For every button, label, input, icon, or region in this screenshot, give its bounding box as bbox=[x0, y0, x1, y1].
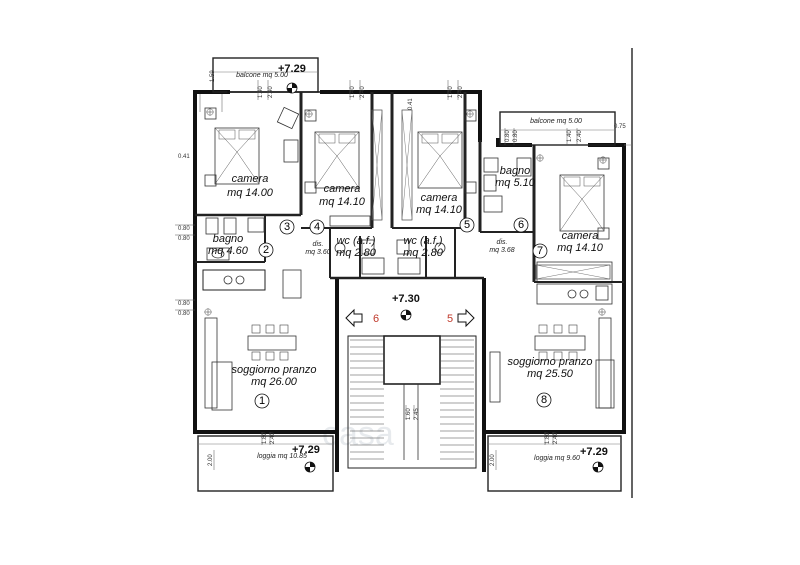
label-soggiorno-2-name: soggiorno pranzo bbox=[507, 356, 592, 368]
dining-table-left bbox=[247, 324, 297, 361]
label-loggia-right: loggia mq 9.60 bbox=[534, 455, 580, 462]
number-2: 2 bbox=[263, 244, 269, 256]
dim-2-40-a: 2.40 bbox=[268, 86, 274, 98]
dim-1-80-b: 1.80 bbox=[545, 432, 551, 444]
dim-0-41-a: 0.41 bbox=[178, 154, 190, 160]
desk-chair bbox=[276, 106, 300, 163]
number-6: 6 bbox=[518, 219, 524, 231]
label-camera-4-name: camera bbox=[562, 230, 599, 242]
balcone-top bbox=[212, 57, 323, 93]
label-wc-1-area: mq 2.80 bbox=[336, 247, 377, 259]
level-symbol-loggia-left bbox=[304, 461, 316, 473]
number-4: 4 bbox=[314, 221, 320, 233]
dim-0-75: 0.75 bbox=[614, 124, 626, 130]
landing-number-6: 6 bbox=[373, 313, 379, 325]
kitchen-appliances bbox=[223, 275, 609, 301]
bathroom-fixtures bbox=[205, 157, 532, 275]
label-dis-1-area: mq 3.60 bbox=[305, 249, 330, 256]
level-top: +7.29 bbox=[278, 63, 306, 75]
label-soggiorno-1-area: mq 26.00 bbox=[251, 376, 298, 388]
label-balcone-top: balcone mq 5.00 bbox=[236, 72, 288, 79]
dim-1-40-a: 1.40 bbox=[258, 86, 264, 98]
bed-camera-3 bbox=[417, 131, 463, 189]
label-wc-2-area: mq 2.80 bbox=[403, 247, 444, 259]
dim-0-41-b: 0.41 bbox=[408, 98, 414, 110]
level-loggia-right: +7.29 bbox=[580, 446, 608, 458]
label-camera-3-name: camera bbox=[421, 192, 458, 204]
room-number-markers bbox=[254, 217, 552, 409]
number-7: 7 bbox=[537, 245, 543, 257]
dim-2-40-e: 2.40 bbox=[270, 432, 276, 444]
landing-arrow-left bbox=[345, 308, 363, 328]
dim-1-40-c: 1.40 bbox=[448, 86, 454, 98]
loggia-right bbox=[487, 435, 622, 492]
dim-1-40-b: 1.40 bbox=[350, 86, 356, 98]
label-camera-1-name: camera bbox=[232, 173, 269, 185]
label-balcone-right: balcone mq 5.00 bbox=[530, 118, 582, 125]
dim-1-80-a: 1.80 bbox=[262, 432, 268, 444]
label-camera-1-area: mq 14.00 bbox=[227, 187, 274, 199]
dim-0-80-f: 0.80 bbox=[178, 311, 190, 317]
stairwell bbox=[347, 335, 477, 469]
label-soggiorno-1-name: soggiorno pranzo bbox=[231, 364, 316, 376]
label-camera-2-name: camera bbox=[324, 183, 361, 195]
dim-1-40-d: 1.40 bbox=[567, 130, 573, 142]
dimension-lines bbox=[175, 80, 578, 470]
bed-camera-4 bbox=[559, 174, 605, 232]
label-camera-3-area: mq 14.10 bbox=[416, 204, 463, 216]
label-camera-4-area: mq 14.10 bbox=[557, 242, 604, 254]
dim-0-80-a: 0.80 bbox=[505, 130, 511, 142]
landing-number-5: 5 bbox=[447, 313, 453, 325]
label-wc-2-name: wc (a.f.) bbox=[403, 235, 442, 247]
label-bagno-1-area: mq 4.60 bbox=[208, 245, 249, 257]
balcone-right bbox=[499, 111, 616, 146]
dim-0-80-d: 0.80 bbox=[178, 236, 190, 242]
landing-arrow-right bbox=[457, 308, 475, 328]
label-soggiorno-2-area: mq 25.50 bbox=[527, 368, 574, 380]
dim-2-45: 2.45 bbox=[414, 408, 420, 420]
loggia-left bbox=[197, 435, 334, 492]
level-symbol-top bbox=[286, 82, 298, 94]
number-1: 1 bbox=[259, 395, 265, 407]
level-landing: +7.30 bbox=[392, 293, 420, 305]
label-dis-2-name: dis. bbox=[497, 239, 508, 246]
dim-2-00-b: 2.00 bbox=[490, 454, 496, 466]
level-symbol-landing bbox=[400, 309, 412, 321]
dim-2-40-d: 2.40 bbox=[577, 130, 583, 142]
label-bagno-1-name: bagno bbox=[213, 233, 244, 245]
wardrobes bbox=[371, 109, 611, 280]
number-5: 5 bbox=[464, 219, 470, 231]
bed-camera-2 bbox=[314, 131, 360, 189]
sofas bbox=[211, 359, 615, 411]
dim-0-80-c: 0.80 bbox=[178, 226, 190, 232]
dim-2-00-a: 2.00 bbox=[208, 454, 214, 466]
label-camera-2-area: mq 14.10 bbox=[319, 196, 366, 208]
dim-2-40-b: 2.40 bbox=[360, 86, 366, 98]
nightstands bbox=[204, 107, 610, 240]
dim-2-40-f: 2.40 bbox=[553, 432, 559, 444]
dim-2-40-c: 2.40 bbox=[458, 86, 464, 98]
label-dis-1-name: dis. bbox=[313, 241, 324, 248]
dim-1-59: 1.59 bbox=[210, 70, 216, 82]
outer-walls bbox=[193, 90, 626, 472]
dining-table-right bbox=[534, 324, 586, 361]
text-labels: +7.29 +7.30 +7.29 +7.29 balcone mq 5.00 … bbox=[178, 63, 626, 466]
number-8: 8 bbox=[541, 394, 547, 406]
number-3: 3 bbox=[284, 221, 290, 233]
label-loggia-left: loggia mq 10.85 bbox=[257, 453, 307, 460]
label-bagno-2-area: mq 5.10 bbox=[495, 177, 536, 189]
dim-0-80-b: 0.80 bbox=[513, 130, 519, 142]
dim-0-80-e: 0.80 bbox=[178, 301, 190, 307]
label-bagno-2-name: bagno bbox=[500, 165, 531, 177]
label-wc-1-name: wc (a.f.) bbox=[336, 235, 375, 247]
level-symbol-loggia-right bbox=[592, 461, 604, 473]
dim-1-60: 1.60 bbox=[406, 408, 412, 420]
level-loggia-left: +7.29 bbox=[292, 444, 320, 456]
label-dis-2-area: mq 3.68 bbox=[489, 247, 514, 254]
